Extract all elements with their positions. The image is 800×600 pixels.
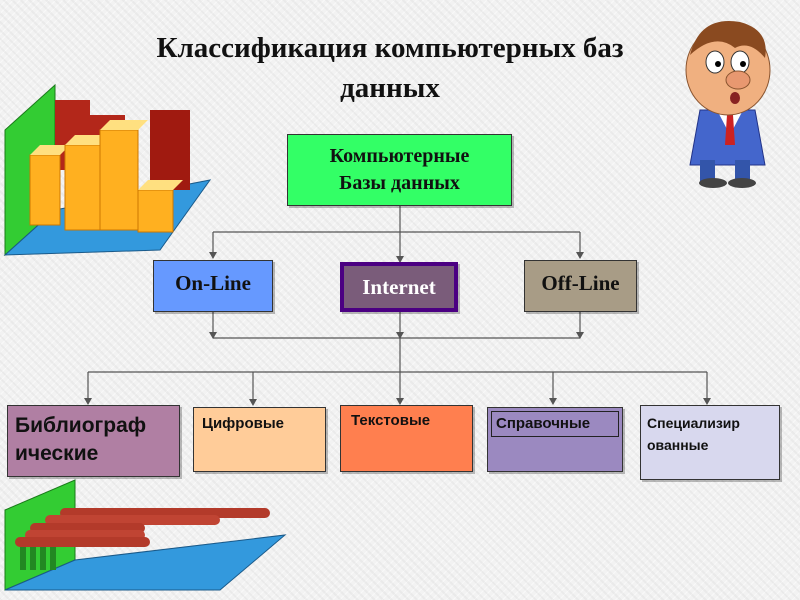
bibliographic-line-2: ические — [15, 442, 99, 465]
bar-chart-clipart-icon — [3, 83, 212, 257]
node-offline: Off-Line — [524, 260, 637, 312]
node-specialized: Специализир ованные — [640, 405, 780, 480]
node-online: On-Line — [153, 260, 273, 312]
root-node-computer-databases: Компьютерные Базы данных — [287, 134, 512, 206]
pipes-chart-clipart-icon — [4, 479, 287, 591]
reference-label: Справочные — [491, 411, 619, 437]
root-line-1: Компьютерные — [329, 145, 470, 167]
cartoon-man-icon — [685, 20, 771, 188]
root-line-2: Базы данных — [339, 172, 460, 194]
node-internet: Internet — [340, 262, 458, 312]
title-line-1: Классификация компьютерных баз — [156, 32, 624, 64]
node-digital: Цифровые — [193, 407, 326, 472]
title-line-2: данных — [340, 72, 440, 104]
page-title: Классификация компьютерных баз данных — [80, 28, 700, 108]
specialized-line-2: ованные — [647, 437, 709, 453]
node-reference: Справочные — [487, 407, 623, 472]
node-text: Текстовые — [340, 405, 473, 472]
node-bibliographic: Библиограф ические — [7, 405, 180, 477]
specialized-line-1: Специализир — [647, 415, 740, 431]
bibliographic-line-1: Библиограф — [15, 414, 147, 437]
